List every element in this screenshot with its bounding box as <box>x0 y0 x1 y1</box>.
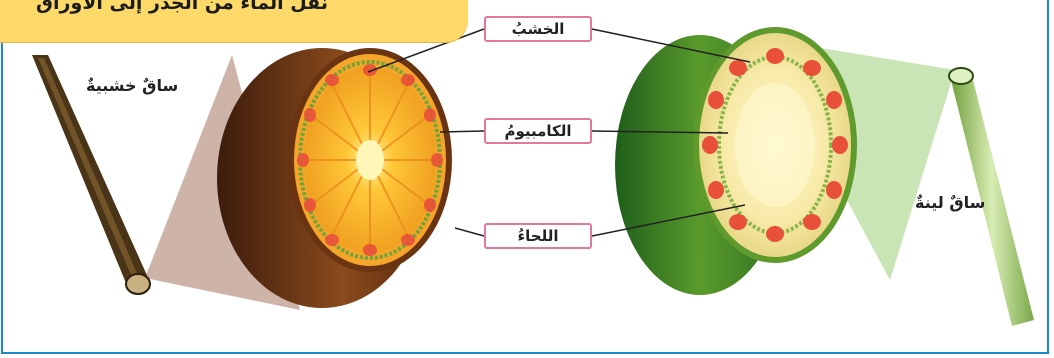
cambium-label: الكامبيومُ <box>484 118 592 144</box>
woody-cross-section <box>288 48 452 272</box>
xylem-label: الخشبُ <box>484 16 592 42</box>
banner-title: نقل الماء من الجذر إلى الأوراق <box>36 0 328 14</box>
phloem-label: اللحاءُ <box>484 223 592 249</box>
soft-stem-label: ساقٌ لينةٌ <box>915 193 985 212</box>
title-banner: نقل الماء من الجذر إلى الأوراق <box>0 0 468 42</box>
woody-stem-label: ساقٌ خشبيةٌ <box>86 76 178 95</box>
soft-cross-section <box>693 27 857 263</box>
